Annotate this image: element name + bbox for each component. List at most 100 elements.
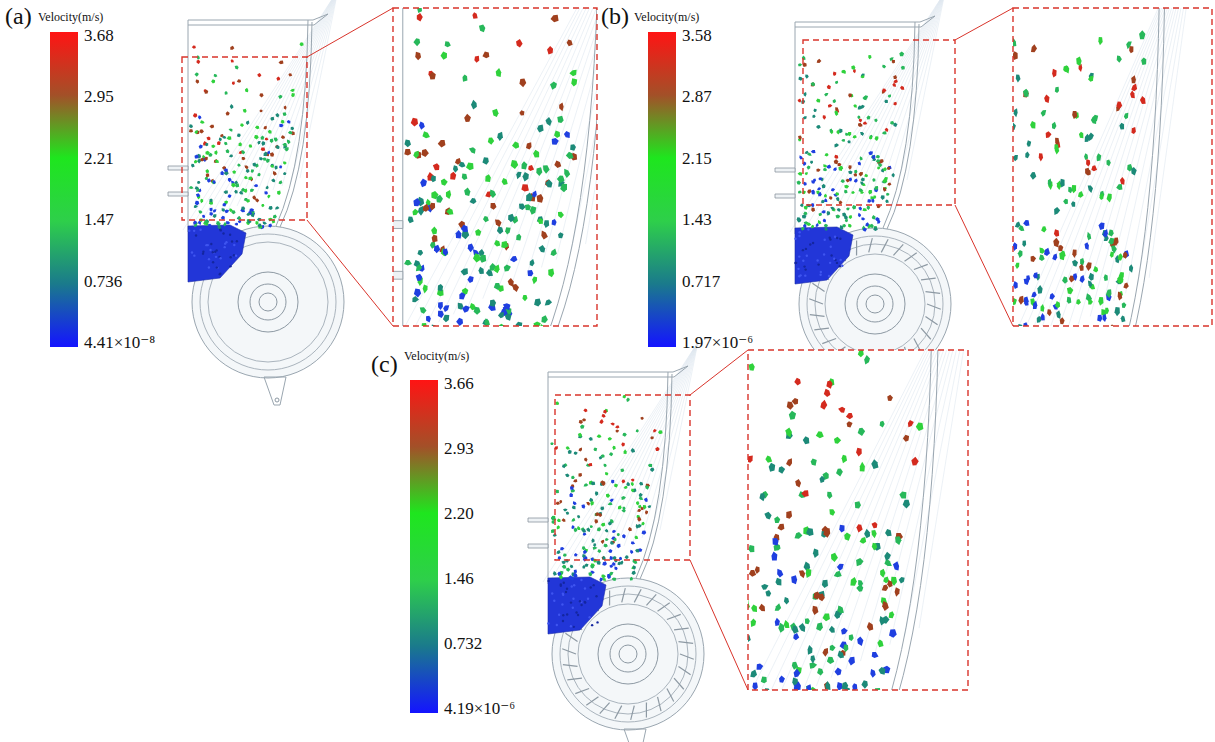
particle (871, 459, 878, 469)
particle (628, 527, 632, 531)
particle (847, 421, 853, 427)
particle (196, 79, 200, 83)
particle (423, 204, 430, 212)
particle (279, 165, 282, 168)
particle (532, 277, 537, 285)
particle (612, 562, 616, 566)
particle (804, 206, 808, 210)
particle (590, 558, 594, 561)
particle (585, 564, 589, 567)
particle (194, 160, 198, 163)
particle (772, 538, 778, 546)
particle (615, 426, 619, 429)
particle (593, 543, 596, 547)
pile-particle (839, 265, 841, 267)
particle (595, 512, 599, 516)
wheel-vane (600, 703, 610, 714)
particle (244, 198, 248, 201)
particle (1130, 90, 1135, 98)
wheel-vane (565, 633, 577, 641)
particle (893, 561, 899, 570)
particle (822, 580, 828, 588)
particle (528, 165, 534, 171)
particle (620, 560, 624, 564)
pile-particle (570, 601, 572, 603)
particle (261, 147, 266, 151)
particle (605, 529, 609, 532)
particle (230, 46, 234, 50)
pile-particle (828, 275, 830, 277)
particle (288, 131, 293, 135)
particle (811, 82, 815, 86)
pile-particle (560, 585, 562, 587)
particle (1126, 41, 1132, 49)
particle (839, 525, 844, 533)
particle (612, 530, 616, 533)
particle (195, 73, 199, 77)
particle (610, 499, 614, 502)
particle (232, 82, 235, 86)
particle (755, 566, 760, 574)
particle (571, 78, 577, 86)
pile-particle (219, 229, 221, 231)
particle (291, 93, 295, 97)
particle (1117, 276, 1121, 284)
particle (600, 507, 604, 511)
particle (816, 223, 819, 227)
particle (822, 184, 826, 189)
wheel-vane (893, 244, 903, 255)
pile-particle (224, 242, 226, 244)
particle (564, 131, 570, 138)
particle (823, 219, 826, 223)
mesh-line (527, 8, 597, 275)
pile-particle (829, 262, 831, 264)
particle (234, 223, 238, 226)
mesh-line (890, 350, 968, 645)
particle (824, 224, 828, 228)
particle (1072, 249, 1076, 258)
particle (820, 400, 827, 410)
outlet-spout (264, 377, 286, 405)
particle (282, 143, 287, 147)
particle (413, 38, 420, 46)
pile-particle (191, 251, 193, 253)
pile-particle (566, 613, 568, 615)
particle (845, 133, 848, 136)
particle (446, 208, 453, 215)
particle (899, 491, 906, 498)
particle (582, 504, 586, 508)
particle (261, 204, 264, 207)
particle (216, 222, 221, 226)
particle (1141, 58, 1146, 65)
particle (812, 606, 818, 615)
particle (771, 552, 777, 561)
particle (889, 611, 895, 618)
particle (440, 52, 447, 60)
particle (573, 501, 577, 505)
nozzle-rod (393, 221, 403, 229)
particle (588, 463, 593, 466)
particle (287, 120, 291, 124)
particle (636, 429, 639, 432)
mesh-line (826, 0, 945, 216)
particle (196, 193, 200, 197)
particle (599, 456, 602, 460)
colorbar-tick: 3.66 (444, 375, 474, 394)
particle (865, 222, 869, 226)
outlet-pin (275, 398, 279, 402)
particle (464, 114, 471, 122)
particle (840, 179, 844, 183)
particle (846, 207, 850, 210)
particle (570, 486, 574, 490)
hopper-top (795, 16, 935, 27)
particle (229, 128, 233, 131)
particle (798, 77, 803, 81)
pile-particle (229, 233, 231, 235)
pile-particle (807, 228, 809, 230)
particle (867, 115, 871, 119)
pile-particle (229, 265, 231, 267)
particle (1065, 66, 1069, 74)
particle (522, 295, 527, 301)
particle (637, 517, 641, 522)
particle (859, 172, 863, 177)
